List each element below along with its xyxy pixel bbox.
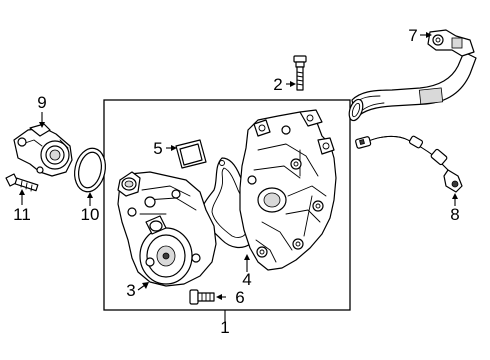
o-ring-icon: [74, 147, 106, 193]
callout-3: 3: [126, 281, 135, 300]
housing-assembly-icon: [239, 109, 337, 271]
callout-4: 4: [242, 270, 251, 289]
callout-9: 9: [37, 93, 46, 112]
leader-3: [137, 284, 146, 291]
callout-8: 8: [450, 205, 459, 224]
callout-11: 11: [13, 205, 31, 224]
bolt-icon: [189, 289, 215, 305]
callout-5: 5: [153, 139, 162, 158]
callout-1: 1: [220, 318, 229, 337]
callout-6: 6: [235, 288, 244, 307]
water-pump-icon: [117, 171, 217, 287]
hose-icon: [348, 29, 477, 122]
sensor-icon: [355, 135, 463, 193]
callout-10: 10: [81, 205, 100, 224]
bolt-icon: [293, 55, 307, 91]
square-seal-icon: [175, 139, 207, 169]
callout-7: 7: [408, 26, 417, 45]
callout-2: 2: [273, 75, 282, 94]
bolt-icon: [5, 173, 39, 192]
thermostat-icon: [13, 123, 73, 177]
assembly-box: [103, 99, 351, 311]
